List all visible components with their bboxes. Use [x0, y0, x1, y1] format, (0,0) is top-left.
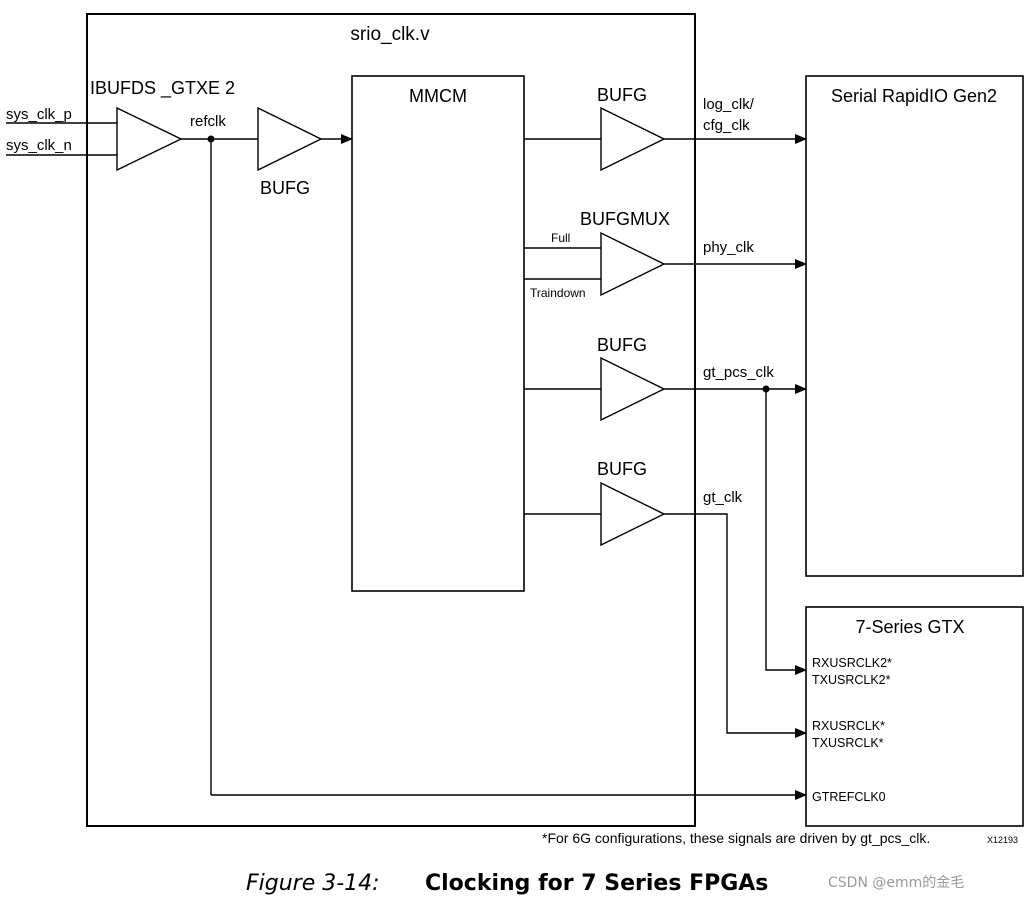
bufg-input-buffer [257, 106, 323, 172]
caption-number: Figure 3-14: [246, 871, 380, 896]
input-sys-clk-p: sys_clk_p [6, 106, 72, 123]
gtx-title: 7-Series GTX [855, 617, 964, 637]
gtx-port-rxusrclk: RXUSRCLK* [812, 719, 885, 733]
wire-to-usrclk [664, 513, 807, 738]
caption-title: Clocking for 7 Series FPGAs [425, 871, 768, 896]
input-sys-clk-n: sys_clk_n [6, 137, 72, 154]
bufg-gt-label: BUFG [597, 459, 647, 479]
gtx-port-rxusrclk2: RXUSRCLK2* [812, 656, 892, 670]
figure-id: X12193 [987, 835, 1018, 845]
signal-gt-clk: gt_clk [703, 489, 743, 506]
signal-phy-clk: phy_clk [703, 239, 754, 256]
footnote: *For 6G configurations, these signals ar… [542, 830, 930, 846]
gtx-block [805, 606, 1024, 827]
bufg-log-buffer [600, 106, 666, 172]
signal-gt-pcs-clk: gt_pcs_clk [703, 364, 774, 381]
mmcm-block [351, 75, 525, 592]
signal-cfg-clk: cfg_clk [703, 117, 750, 134]
ibufds-buffer [116, 106, 183, 172]
ibufds-label: IBUFDS _GTXE 2 [90, 78, 235, 99]
wire-to-usrclk2 [765, 389, 807, 675]
bufg-log-label: BUFG [597, 85, 647, 105]
bufgmux-buffer [600, 231, 666, 297]
bufg-input-label: BUFG [260, 178, 310, 198]
signal-log-clk: log_clk/ [703, 96, 755, 113]
bufgmux-label: BUFGMUX [580, 209, 670, 229]
mux-input-full: Full [551, 231, 570, 245]
srio-gen2-block [805, 75, 1024, 577]
bufg-gt-buffer [600, 481, 666, 547]
module-title: srio_clk.v [350, 24, 430, 45]
refclk-label: refclk [190, 113, 226, 130]
gtx-port-txusrclk: TXUSRCLK* [812, 736, 884, 750]
mux-input-traindown: Traindown [530, 286, 586, 300]
mmcm-label: MMCM [409, 86, 467, 106]
srio-gen2-title: Serial RapidIO Gen2 [831, 86, 997, 106]
bufg-pcs-label: BUFG [597, 335, 647, 355]
bufg-pcs-buffer [600, 356, 666, 422]
srio-clk-module-box [86, 13, 696, 827]
watermark: CSDN @emm的金毛 [828, 875, 964, 891]
gtx-port-txusrclk2: TXUSRCLK2* [812, 673, 891, 687]
gtx-port-gtrefclk0: GTREFCLK0 [812, 790, 886, 804]
